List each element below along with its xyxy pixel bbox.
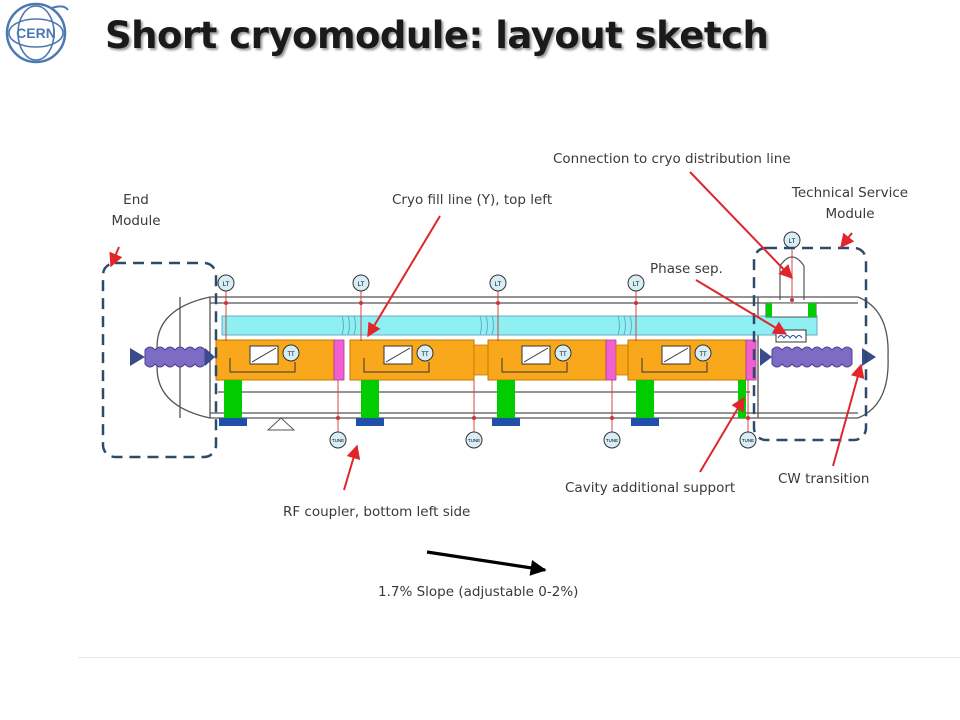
instrument-dots — [224, 301, 750, 420]
svg-text:TT: TT — [559, 352, 567, 358]
svg-text:TT: TT — [421, 352, 429, 358]
svg-text:TUNE: TUNE — [742, 438, 754, 443]
annotation-arrows — [109, 171, 865, 491]
tuner-sensors: TUNE TUNE TUNE TUNE — [329, 431, 757, 449]
svg-text:LT: LT — [358, 282, 365, 288]
fixed-point — [266, 417, 296, 431]
cavity-instruments — [249, 345, 691, 365]
logo-text: CERN — [16, 25, 56, 41]
footer-divider — [78, 657, 960, 658]
level-sensors: LT LT LT LT LT — [217, 231, 801, 292]
label-rf-coupler: RF coupler, bottom left side — [283, 504, 471, 520]
label-technical-service-module: Technical Service Module — [791, 185, 909, 222]
svg-text:TT: TT — [287, 352, 295, 358]
label-end-module: End Module — [111, 192, 161, 229]
cern-logo: CERN — [5, 2, 69, 64]
label-cavity-additional-support: Cavity additional support — [565, 480, 736, 496]
beam-pipe-bellows-left — [130, 346, 215, 368]
cavity-supports — [224, 380, 746, 418]
instrument-lines — [225, 290, 749, 432]
label-phase-separator: Phase sep. — [650, 261, 723, 277]
slope-arrow — [426, 550, 547, 576]
label-connection-cryo-distribution: Connection to cryo distribution line — [553, 151, 791, 167]
end-module-box — [101, 261, 218, 459]
label-slope: 1.7% Slope (adjustable 0-2%) — [378, 584, 579, 600]
svg-text:TUNE: TUNE — [606, 438, 618, 443]
beam-pipe-bellows-right — [760, 346, 876, 368]
cryo-line-bellows — [341, 315, 632, 336]
label-cryo-fill-line: Cryo fill line (Y), top left — [392, 192, 553, 208]
tech-service-module-box — [752, 246, 868, 442]
support-bases — [219, 418, 659, 426]
cryo-line — [221, 315, 818, 336]
svg-text:LT: LT — [495, 282, 502, 288]
svg-text:TT: TT — [699, 352, 707, 358]
instrument-wiring — [229, 358, 708, 373]
label-cw-transition: CW transition — [778, 471, 870, 487]
phase-separator — [765, 248, 817, 343]
svg-text:LT: LT — [633, 282, 640, 288]
svg-text:LT: LT — [223, 282, 230, 288]
svg-text:LT: LT — [789, 239, 796, 245]
slide-title: Short cryomodule: layout sketch — [105, 14, 769, 57]
temperature-sensors: TT TT TT TT — [282, 344, 712, 362]
svg-text:TUNE: TUNE — [332, 438, 344, 443]
svg-text:TUNE: TUNE — [468, 438, 480, 443]
